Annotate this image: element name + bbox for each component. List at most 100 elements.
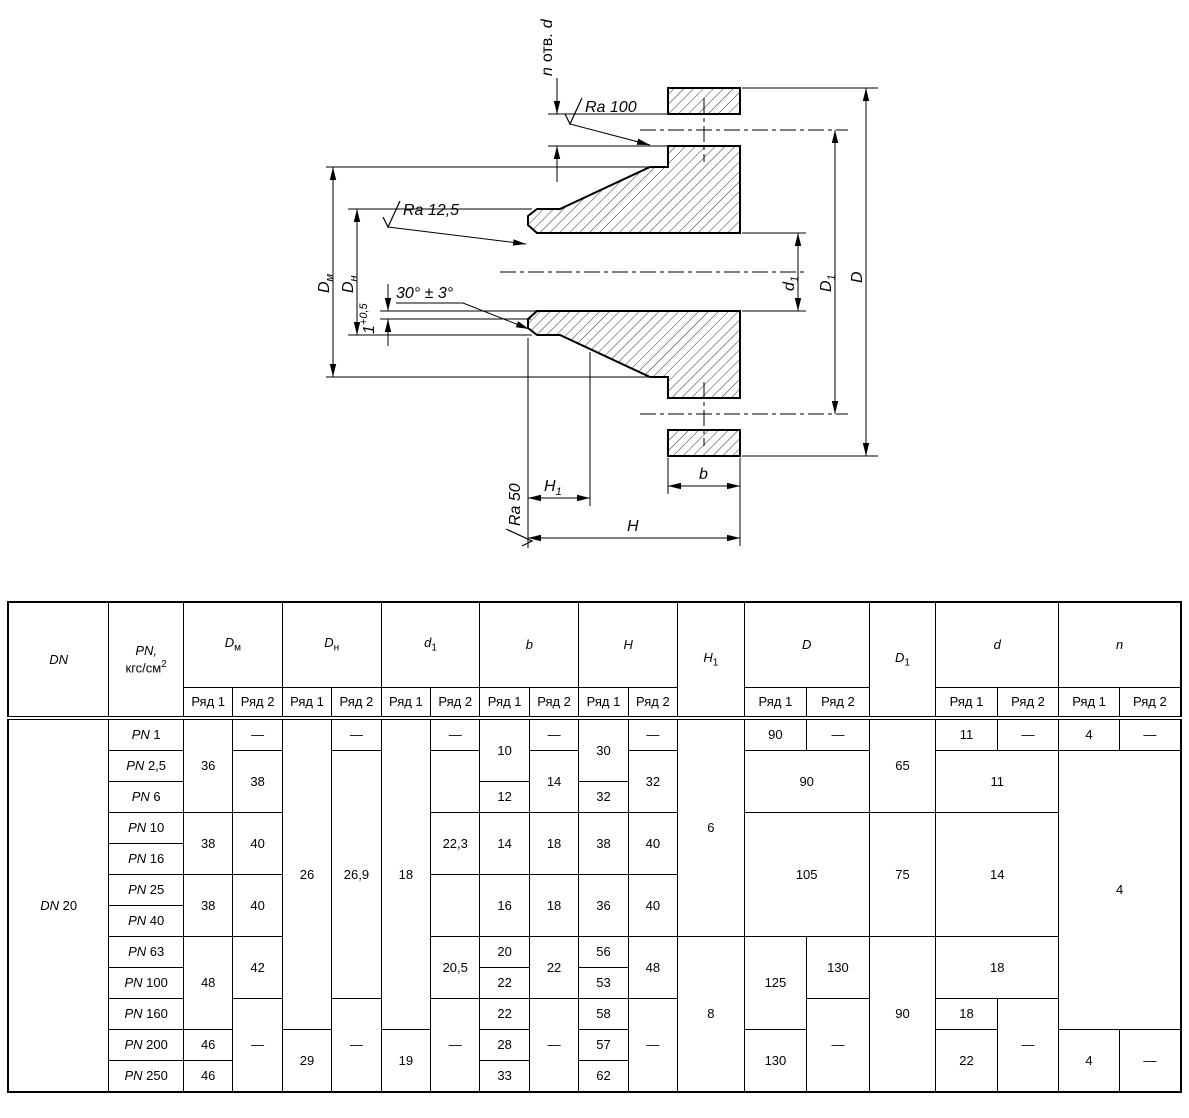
roughness-ra100: Ra 100: [564, 97, 637, 126]
table-cell: 40: [627, 874, 679, 937]
table-cell: —: [430, 717, 481, 751]
table-cell: —: [806, 998, 870, 1093]
table-cell: 28: [479, 1029, 530, 1061]
table-cell: 56: [578, 936, 629, 968]
table-cell: —: [627, 717, 679, 751]
col-D1: D1: [868, 601, 937, 720]
ra50-label: Ra 50: [507, 483, 524, 526]
n-holes-label: nотв.d: [539, 18, 556, 76]
roughness-ra125: Ra 12,5: [382, 200, 459, 229]
table-cell: 46: [182, 1029, 234, 1061]
table-cell: —: [996, 998, 1060, 1093]
table-cell: 19: [380, 1029, 432, 1093]
table-cell: 75: [868, 812, 937, 937]
col-pn: PN,кгс/см2: [108, 601, 184, 720]
centerlines: [500, 98, 848, 446]
table-cell: 46: [182, 1060, 234, 1093]
dim-d1-label: d1: [781, 276, 801, 291]
table-row: PN 63 48 42 20,5 20 22 56 48 8 125 130 9…: [8, 936, 1181, 1093]
subcol-row2: Ряд 2: [528, 687, 580, 720]
flange-drawing: Ra 12,5 Ra 100 Ra 50 nотв.d 1+0,5 30° ± …: [316, 18, 878, 548]
dim-H1-label: H1: [544, 478, 562, 498]
col-D: D: [743, 601, 870, 688]
cell-pn: PN 100: [108, 967, 184, 999]
table-cell: 130: [743, 1029, 808, 1093]
table-cell: 36: [182, 717, 234, 813]
subcol-row2: Ряд 2: [232, 687, 283, 720]
cell-pn: PN 6: [108, 781, 184, 813]
cell-pn: PN 10: [108, 812, 184, 844]
table-cell: 36: [578, 874, 629, 937]
cell-pn: PN 25: [108, 874, 184, 906]
table-cell: —: [627, 998, 679, 1093]
table-cell: 90: [743, 717, 808, 751]
table-cell: —: [232, 717, 283, 751]
roughness-ra50: Ra 50: [505, 483, 534, 547]
table-cell: 18: [380, 717, 432, 1030]
subcol-row1: Ряд 1: [743, 687, 808, 720]
angle-label: 30° ± 3°: [396, 285, 454, 302]
cell-dn: DN 20: [7, 717, 110, 1093]
table-row: PN 10 38 40 22,3 14 18 38 40 105 75 14: [8, 812, 1181, 937]
subcol-row1: Ряд 1: [281, 687, 333, 720]
dimension-table-wrapper: DN PN,кгс/см2 Dм Dн d1 b H H1 D D1 d n Р…: [7, 601, 1182, 1093]
subcol-row1: Ряд 1: [479, 687, 530, 720]
subcol-row2: Ряд 2: [996, 687, 1060, 720]
table-header-row: DN PN,кгс/см2 Dм Dн d1 b H H1 D D1 d n: [7, 601, 1182, 720]
table-cell: 20: [479, 936, 530, 968]
table-cell: 38: [182, 874, 234, 937]
cell-pn: PN 16: [108, 843, 184, 875]
table-cell: 48: [627, 936, 679, 999]
ra100-label: Ra 100: [585, 99, 637, 116]
table-cell: 38: [182, 812, 234, 875]
table-cell: 105: [743, 812, 870, 937]
table-cell: [430, 874, 481, 937]
table-cell: 48: [182, 936, 234, 1030]
table-cell: —: [232, 998, 283, 1093]
col-dnn: Dн: [281, 601, 382, 688]
table-cell: 130: [806, 936, 870, 999]
subcol-row2: Ряд 2: [627, 687, 679, 720]
table-cell: 4: [1058, 717, 1120, 751]
table-cell: 14: [935, 812, 1060, 937]
table-cell: 32: [578, 781, 629, 813]
table-cell: 29: [281, 1029, 333, 1093]
table-cell: 53: [578, 967, 629, 999]
table-cell: —: [331, 717, 382, 751]
chamfer-dim-label: 1+0,5: [358, 302, 378, 334]
table-cell: —: [430, 998, 481, 1093]
col-d: d: [935, 601, 1060, 688]
table-cell: 8: [677, 936, 745, 1093]
table-row: PN 2,5 38 26,9 14 32 90 11 4: [8, 750, 1182, 1030]
subcol-row1: Ряд 1: [935, 687, 998, 720]
flange-dimension-table: DN PN,кгс/см2 Dм Dн d1 b H H1 D D1 d n Р…: [7, 601, 1182, 1093]
dim-b-label: b: [699, 466, 708, 483]
table-cell: 14: [479, 812, 530, 875]
table-cell: 18: [528, 812, 580, 875]
table-row: PN 40: [8, 905, 1181, 937]
subcol-row2: Ряд 2: [430, 687, 481, 720]
cell-pn: PN 1: [108, 717, 184, 751]
table-cell: —: [1118, 1029, 1182, 1093]
table-cell: 16: [479, 874, 530, 937]
col-b: b: [479, 601, 580, 688]
table-row: PN 200 46 29 19 28 57 130 22 4 —: [8, 1029, 1182, 1093]
table-cell: 40: [232, 812, 283, 875]
table-cell: —: [528, 998, 580, 1093]
table-cell: —: [331, 998, 382, 1093]
table-cell: 90: [868, 936, 937, 1093]
cell-pn: PN 200: [108, 1029, 184, 1061]
table-cell: 62: [578, 1060, 629, 1093]
table-cell: 26: [281, 717, 333, 1030]
subcol-row2: Ряд 2: [806, 687, 870, 720]
cell-pn: PN 160: [108, 998, 184, 1030]
table-cell: 57: [578, 1029, 629, 1061]
table-cell: 18: [528, 874, 580, 937]
ra125-label: Ra 12,5: [403, 202, 459, 219]
flange-upper-section: [527, 145, 741, 234]
cell-pn: PN 40: [108, 905, 184, 937]
subcol-row1: Ряд 1: [578, 687, 629, 720]
table-cell: 18: [935, 998, 998, 1030]
dimension-lines: [329, 78, 870, 542]
table-cell: 14: [528, 750, 580, 813]
